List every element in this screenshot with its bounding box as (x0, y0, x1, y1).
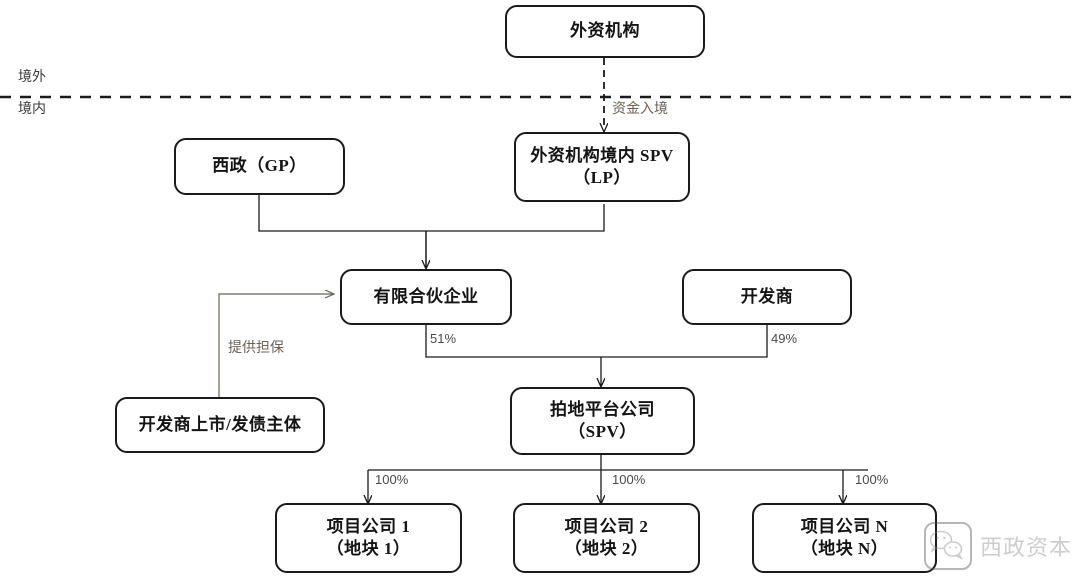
label-onshore: 境内 (18, 102, 46, 117)
node-land-platform[interactable]: 拍地平台公司 （SPV） (510, 387, 695, 455)
edge-label-guarantee: 提供担保 (228, 341, 284, 356)
node-limited-partnership-label: 有限合伙企业 (373, 286, 479, 306)
node-foreign-institution-label: 外资机构 (570, 21, 640, 41)
node-project-company-2-text: 项目公司 2 （地块 2） (565, 516, 649, 561)
node-limited-partnership[interactable]: 有限合伙企业 (340, 269, 512, 325)
node-project-company-n-line1: 项目公司 N (800, 516, 889, 536)
edge-gp-lp-to-partnership (258, 195, 605, 267)
node-onshore-spv-line1: 外资机构境内 SPV (530, 145, 674, 165)
node-foreign-institution[interactable]: 外资机构 (505, 5, 705, 58)
node-project-company-1-line1: 项目公司 1 (326, 516, 411, 536)
node-onshore-spv-line2: （LP） (573, 168, 631, 187)
node-project-company-n-line2: （地块 N） (800, 539, 889, 558)
node-project-company-1-line2: （地块 1） (326, 539, 411, 558)
node-developer-listed-entity[interactable]: 开发商上市/发债主体 (115, 397, 325, 453)
edge-label-developer-share: 49% (771, 331, 798, 346)
node-land-platform-line2: （SPV） (568, 422, 637, 441)
node-project-company-1[interactable]: 项目公司 1 （地块 1） (275, 503, 462, 573)
wechat-icon (923, 522, 972, 570)
edge-shares-to-platform (425, 325, 768, 358)
node-project-company-n[interactable]: 项目公司 N （地块 N） (752, 503, 937, 573)
watermark: 西政资本 (923, 522, 1072, 570)
node-project-company-2[interactable]: 项目公司 2 （地块 2） (513, 503, 700, 573)
edge-label-project1-share: 100% (375, 472, 409, 487)
node-developer-listed-entity-label: 开发商上市/发债主体 (138, 414, 302, 434)
node-onshore-spv[interactable]: 外资机构境内 SPV （LP） (514, 132, 690, 202)
edge-label-projectn-share: 100% (855, 472, 889, 487)
edge-label-project2-share: 100% (612, 472, 646, 487)
node-land-platform-text: 拍地平台公司 （SPV） (550, 399, 655, 444)
node-land-platform-line1: 拍地平台公司 (550, 399, 655, 419)
label-offshore: 境外 (18, 70, 46, 85)
node-project-company-2-line1: 项目公司 2 (564, 516, 649, 536)
node-gp-label: 西政（GP） (212, 156, 307, 176)
node-gp[interactable]: 西政（GP） (174, 138, 345, 195)
node-project-company-2-line2: （地块 2） (564, 539, 649, 558)
node-onshore-spv-text: 外资机构境内 SPV （LP） (530, 145, 673, 190)
edge-platform-to-projects (368, 455, 868, 471)
node-developer-label: 开发商 (740, 286, 794, 306)
edge-label-lp-share: 51% (430, 331, 457, 346)
node-project-company-n-text: 项目公司 N （地块 N） (801, 516, 889, 561)
edge-label-capital-inbound: 资金入境 (612, 102, 668, 117)
node-developer[interactable]: 开发商 (682, 269, 852, 325)
wechat-glyph (929, 530, 963, 560)
watermark-text: 西政资本 (979, 535, 1072, 560)
node-project-company-1-text: 项目公司 1 （地块 1） (327, 516, 411, 561)
